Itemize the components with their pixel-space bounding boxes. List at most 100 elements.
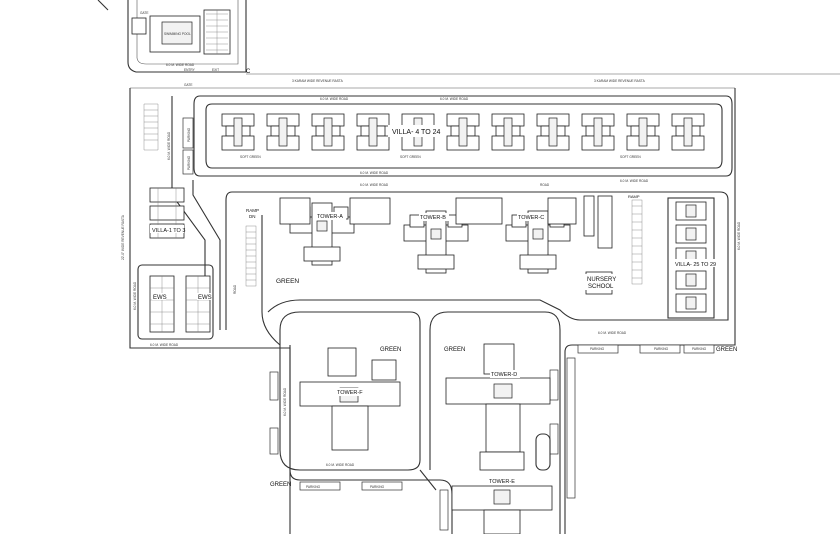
tower-wing — [349, 197, 391, 225]
parking-left-2 — [182, 149, 194, 175]
side-rasta-label: 22'-0" WIDE REVENUE RASTA — [121, 214, 125, 260]
green-label-d: GREEN — [444, 347, 465, 353]
parking-r1-label: PARKING — [590, 347, 605, 351]
club-road-label: 6.0 M. WIDE ROAD — [166, 63, 195, 67]
tower-a-label: TOWER-A — [317, 214, 343, 220]
tower-d-label: TOWER-D — [491, 372, 517, 378]
ramp-dn-label: DN — [249, 214, 256, 219]
tower-core — [430, 228, 442, 240]
tower-core — [532, 228, 544, 240]
ramp-road-label: ROAD — [233, 284, 237, 294]
tower-wing — [417, 254, 455, 270]
parking-left-1-label: PARKING — [187, 127, 191, 142]
swimming-pool — [161, 21, 193, 45]
parking-f2-label: PARKING — [370, 485, 385, 489]
nursery-school: NURSERY SCHOOL — [583, 195, 621, 295]
villa-road-label-top: 6.0 M. WIDE ROAD — [320, 97, 349, 101]
ramp-right-label: RAMP — [628, 194, 640, 199]
tower-wing — [483, 509, 521, 534]
green-label-right: GREEN — [716, 347, 737, 353]
villa-core — [685, 204, 697, 218]
tower-core — [493, 489, 511, 505]
soft-green-label-1: SOFT GREEN — [240, 155, 261, 159]
soft-green-label-2: SOFT GREEN — [400, 155, 421, 159]
tower-f-road-label-side: 6.0 M. WIDE ROAD — [283, 387, 287, 416]
ews-label-1: EWS — [153, 295, 167, 301]
tower-c-label: TOWER-C — [518, 215, 544, 221]
club-block: SWIMMING POOL 6.0 M. WIDE ROAD ENTRY EXI… — [97, 0, 251, 75]
villa-core — [685, 227, 697, 241]
villa-core — [278, 117, 288, 147]
guard-room — [131, 17, 147, 35]
villa-row-4-24: 6.0 M. WIDE ROAD 6.0 M. WIDE ROAD 6.0 M.… — [193, 95, 733, 177]
villa-4-24-label: VILLA- 4 TO 24 — [392, 129, 440, 136]
right-road-label: 6.0 M. WIDE ROAD — [737, 221, 741, 250]
site-boundary — [129, 88, 736, 534]
villa-core — [593, 117, 603, 147]
rasta-label-left: 3 KARAM WIDE REVENUE RASTA — [292, 79, 344, 83]
tower-wing — [485, 403, 521, 453]
green-label-f: GREEN — [380, 347, 401, 353]
villa-25-29-label: VILLA- 25 TO 29 — [675, 262, 716, 268]
villa-core — [503, 117, 513, 147]
road-label-top: ROAD — [540, 183, 550, 187]
tower-core — [493, 383, 513, 399]
tower-core — [316, 220, 328, 232]
tower-de-zone: GREEN TOWER-D TOWER-E — [429, 311, 561, 534]
swimming-pool-label: SWIMMING POOL — [164, 32, 191, 36]
villa-core — [685, 273, 697, 287]
tower-wing — [479, 451, 525, 471]
ews-label-2: EWS — [198, 295, 212, 301]
club-entry-label: ENTRY — [184, 68, 196, 72]
towers-road-label-bottom: 6.0 M. WIDE ROAD — [598, 331, 627, 335]
villa-core — [323, 117, 333, 147]
villa-core — [458, 117, 468, 147]
parking-r3-label: PARKING — [692, 347, 707, 351]
parking-row-right: PARKING PARKING PARKING GREEN — [566, 344, 737, 499]
ews-block: EWS EWS 6.0 M. WIDE ROAD — [133, 264, 214, 340]
rasta-label-right: 3 KARAM WIDE REVENUE RASTA — [594, 79, 646, 83]
villa-core — [233, 117, 243, 147]
towers-road-label-right: 6.0 M. WIDE ROAD — [620, 179, 649, 183]
villa-1-3: VILLA-1 TO 3 — [149, 187, 185, 239]
villa-core — [368, 117, 378, 147]
tower-f-road-label: 6.0 M. WIDE ROAD — [326, 463, 355, 467]
villa-units — [221, 113, 705, 151]
villa-core — [683, 117, 693, 147]
tower-f-zone: GREEN 6.0 M. WIDE ROAD 6.0 M. WIDE ROAD … — [269, 311, 453, 534]
tower-wing — [327, 347, 357, 377]
tower-wing — [303, 246, 341, 262]
club-exit-label: EXIT — [212, 68, 219, 72]
villa-road-label-bottom: 6.0 M. WIDE ROAD — [360, 171, 389, 175]
tower-wing — [371, 359, 397, 381]
nursery-label: NURSERY — [587, 277, 616, 283]
towers-abc-zone: 6.0 M. WIDE ROAD 6.0 M. WIDE ROAD ROAD 6… — [225, 179, 729, 335]
ramp-label: RAMP — [246, 208, 259, 213]
villa-1-3-label: VILLA-1 TO 3 — [152, 228, 185, 234]
tower-wing — [455, 197, 503, 225]
villa-road-label-top2: 6.0 M. WIDE ROAD — [440, 97, 469, 101]
tower-wing — [547, 197, 577, 225]
ramp-right: RAMP — [628, 194, 643, 285]
villa-core — [548, 117, 558, 147]
green-label-towers: GREEN — [276, 278, 299, 285]
ews-road-label: 6.0 M. WIDE ROAD — [133, 281, 137, 310]
tower-wing — [279, 197, 311, 225]
club-gate-label: GATE — [140, 11, 148, 15]
school-label: SCHOOL — [588, 284, 614, 290]
revenue-rasta: 3 KARAM WIDE REVENUE RASTA 3 KARAM WIDE … — [130, 73, 840, 89]
tower-wing — [331, 405, 369, 451]
soft-green-label-3: SOFT GREEN — [620, 155, 641, 159]
parking-f1-label: PARKING — [306, 485, 321, 489]
villa-core — [685, 296, 697, 310]
tower-wing — [483, 343, 515, 375]
villa-core — [638, 117, 648, 147]
parking-left-2-label: PARKING — [187, 155, 191, 170]
parking-left-1 — [182, 117, 194, 149]
green-label-bottom: GREEN — [270, 482, 291, 488]
left-road-label: 6.0 M. WIDE ROAD — [167, 131, 171, 160]
corner-c-label: C — [246, 69, 251, 75]
tower-b-label: TOWER-B — [420, 215, 446, 221]
towers-road-label: 6.0 M. WIDE ROAD — [360, 183, 389, 187]
